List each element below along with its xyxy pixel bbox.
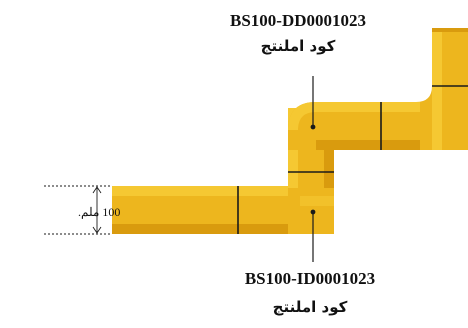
bottom-product-caption: كود املنتج bbox=[273, 298, 348, 316]
bottom-leader-dot bbox=[310, 209, 316, 215]
top-leader-dot bbox=[310, 124, 316, 130]
dimension-marker bbox=[44, 185, 112, 235]
top-product-caption: كود املنتج bbox=[261, 37, 336, 55]
tray-joints bbox=[237, 85, 468, 234]
bottom-product-code: BS100-ID0001023 bbox=[245, 269, 375, 288]
cable-tray-body bbox=[112, 28, 468, 234]
top-product-code: BS100-DD0001023 bbox=[230, 11, 366, 30]
leader-lines bbox=[310, 76, 316, 262]
dimension-label: 100 ملم. bbox=[78, 205, 120, 219]
